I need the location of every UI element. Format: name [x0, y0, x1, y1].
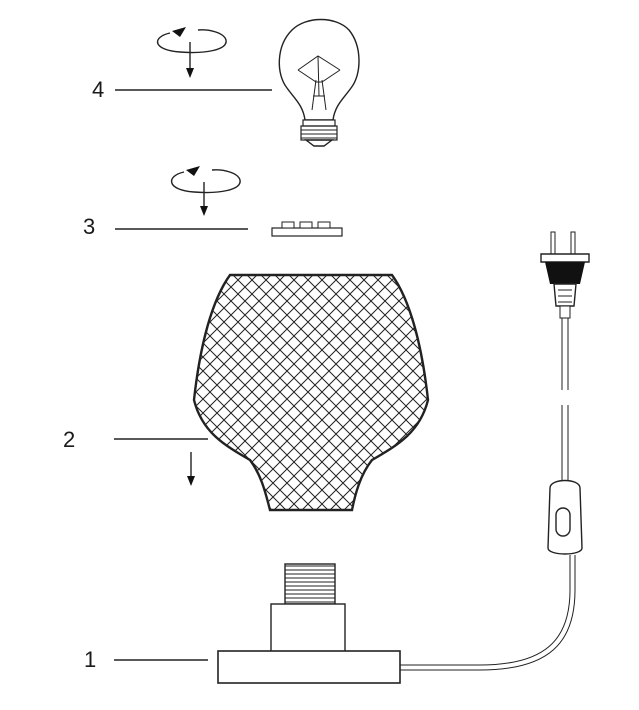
callout-1: 1: [84, 647, 208, 672]
inline-switch: [547, 479, 583, 555]
rotate-arrow-icon: [171, 166, 241, 194]
down-arrow-icon: [200, 182, 208, 216]
down-arrow-icon: [186, 42, 194, 78]
down-arrow-icon: [187, 452, 195, 486]
rotate-arrow-icon: [157, 27, 227, 54]
callout-3: 3: [83, 214, 248, 239]
lamp-base: [217, 563, 401, 684]
power-cord: [400, 318, 576, 671]
callout-number: 1: [84, 647, 96, 672]
plug: [540, 231, 590, 319]
callout-number: 3: [83, 214, 95, 239]
callout-4: 4: [92, 77, 272, 102]
light-bulb: [278, 18, 360, 147]
callout-number: 2: [63, 427, 75, 452]
retaining-ring: [271, 221, 343, 237]
callout-number: 4: [92, 77, 104, 102]
mesh-shade: [192, 273, 430, 512]
callout-2: 2: [63, 427, 208, 452]
